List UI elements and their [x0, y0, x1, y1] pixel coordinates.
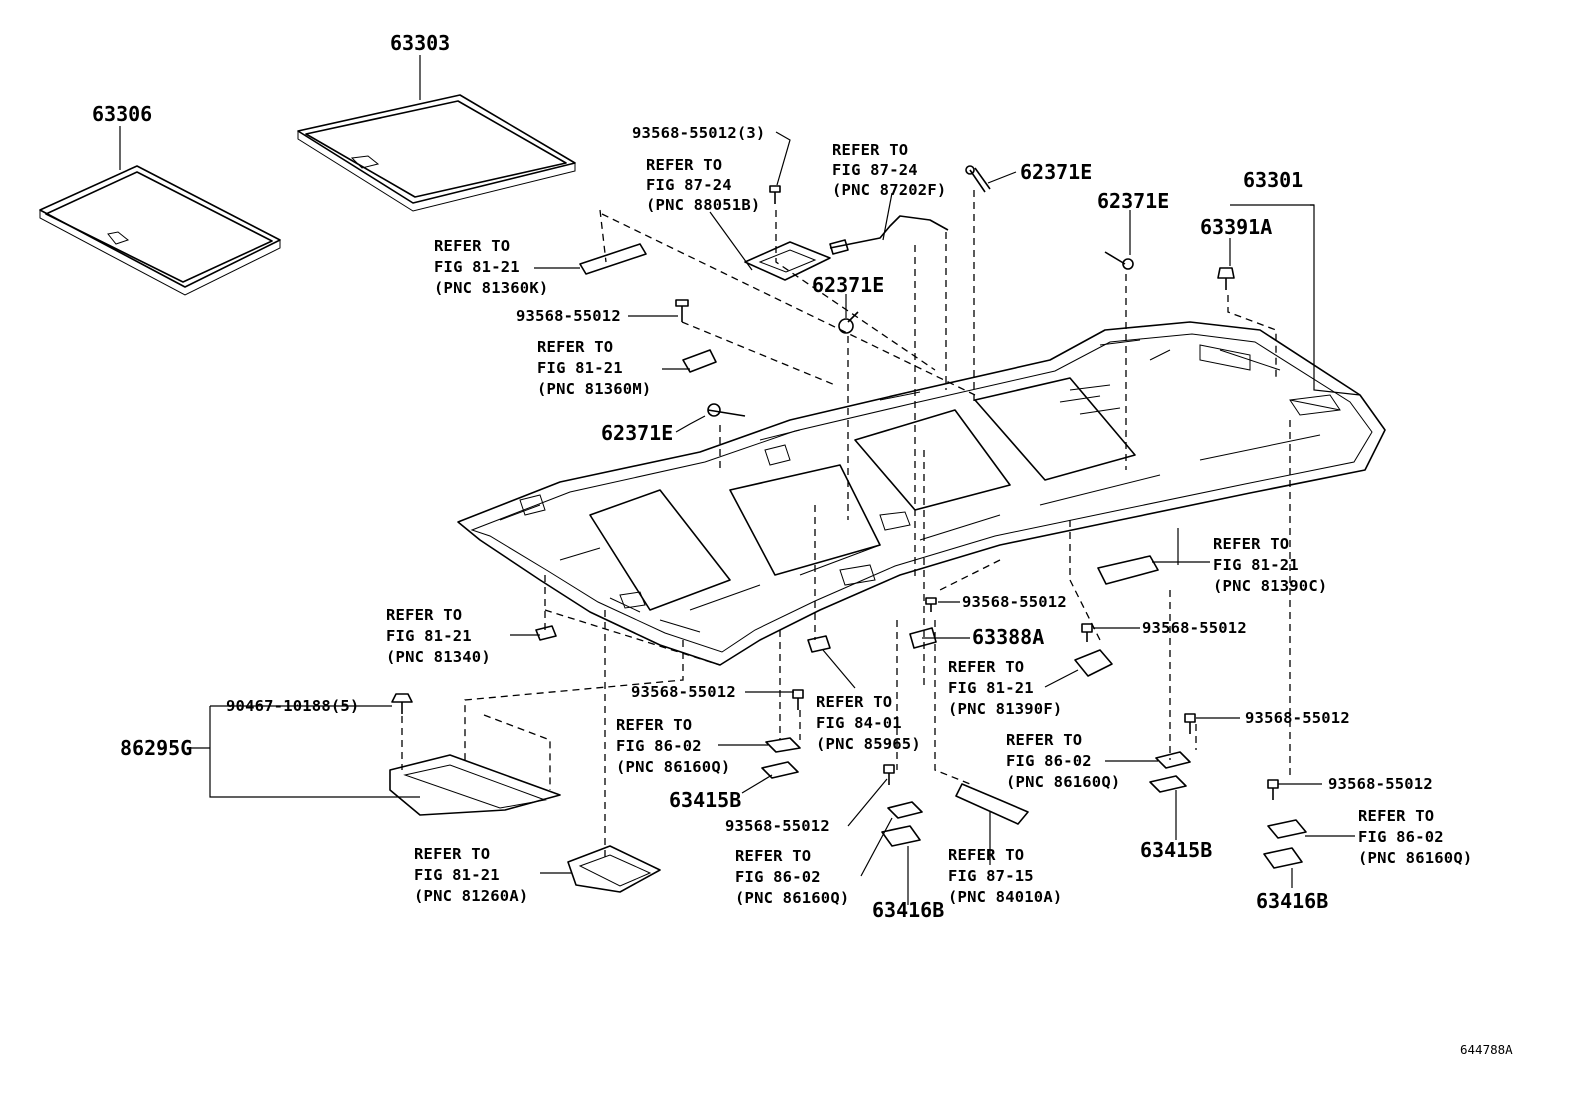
svg-text:FIG 81-21: FIG 81-21 — [414, 866, 500, 884]
callout-ref-85965: REFER TO FIG 84-01 (PNC 85965) — [816, 693, 921, 753]
callout-62371e-mid: 62371E — [812, 273, 884, 297]
callout-ref-88051b: REFER TO FIG 87-24 (PNC 88051B) — [646, 156, 760, 214]
sunshade-panel-63303 — [297, 94, 576, 212]
callout-ref-81390c: REFER TO FIG 81-21 (PNC 81390C) — [1213, 535, 1327, 595]
callout-ref-81360k: REFER TO FIG 81-21 (PNC 81360K) — [434, 237, 548, 297]
svg-text:(PNC 81340): (PNC 81340) — [386, 648, 491, 666]
svg-text:FIG 86-02: FIG 86-02 — [616, 737, 702, 755]
callout-ref-81360m: REFER TO FIG 81-21 (PNC 81360M) — [537, 338, 651, 398]
svg-text:(PNC 85965): (PNC 85965) — [816, 735, 921, 753]
svg-text:(PNC 86160Q): (PNC 86160Q) — [735, 889, 849, 907]
callout-86295g: 86295G — [120, 736, 192, 760]
small-components — [389, 165, 1307, 893]
callout-63416b-right: 63416B — [1256, 889, 1328, 913]
callout-93568-55012-a: 93568-55012 — [516, 307, 621, 325]
svg-text:(PNC 81260A): (PNC 81260A) — [414, 887, 528, 905]
svg-text:FIG 87-15: FIG 87-15 — [948, 867, 1034, 885]
svg-text:(PNC 81360K): (PNC 81360K) — [434, 279, 548, 297]
svg-text:REFER TO: REFER TO — [386, 606, 462, 624]
svg-text:FIG 87-24: FIG 87-24 — [832, 161, 918, 179]
callout-93568-55012-3: 93568-55012(3) — [632, 124, 765, 142]
svg-text:FIG 81-21: FIG 81-21 — [537, 359, 623, 377]
svg-text:FIG 87-24: FIG 87-24 — [646, 176, 732, 194]
callout-93568-55012-d: 93568-55012 — [631, 683, 736, 701]
leader-lines — [119, 55, 1361, 905]
callout-63415b-left: 63415B — [669, 788, 741, 812]
svg-text:REFER TO: REFER TO — [434, 237, 510, 255]
svg-text:REFER TO: REFER TO — [1006, 731, 1082, 749]
svg-text:(PNC 81360M): (PNC 81360M) — [537, 380, 651, 398]
callout-93568-55012-c: 93568-55012 — [1142, 619, 1247, 637]
callout-ref-81260a: REFER TO FIG 81-21 (PNC 81260A) — [414, 845, 528, 905]
svg-text:FIG 81-21: FIG 81-21 — [434, 258, 520, 276]
svg-text:(PNC 81390C): (PNC 81390C) — [1213, 577, 1327, 595]
svg-text:(PNC 87202F): (PNC 87202F) — [832, 181, 946, 199]
callout-ref-86160q-b: REFER TO FIG 86-02 (PNC 86160Q) — [1006, 731, 1120, 791]
svg-text:(PNC 86160Q): (PNC 86160Q) — [1006, 773, 1120, 791]
svg-text:(PNC 81390F): (PNC 81390F) — [948, 700, 1062, 718]
callout-90467-10188-5: 90467-10188(5) — [226, 697, 359, 715]
svg-text:REFER TO: REFER TO — [646, 156, 722, 174]
svg-text:FIG 86-02: FIG 86-02 — [735, 868, 821, 886]
callout-63301: 63301 — [1243, 168, 1303, 192]
callout-93568-55012-b: 93568-55012 — [962, 593, 1067, 611]
callout-93568-55012-e: 93568-55012 — [1245, 709, 1350, 727]
svg-text:REFER TO: REFER TO — [948, 846, 1024, 864]
svg-text:REFER TO: REFER TO — [414, 845, 490, 863]
svg-text:REFER TO: REFER TO — [735, 847, 811, 865]
svg-text:REFER TO: REFER TO — [1358, 807, 1434, 825]
callout-93568-55012-g: 93568-55012 — [725, 817, 830, 835]
svg-text:(PNC 84010A): (PNC 84010A) — [948, 888, 1062, 906]
callout-63303: 63303 — [390, 31, 450, 55]
callout-62371e-right: 62371E — [1097, 189, 1169, 213]
svg-text:REFER TO: REFER TO — [1213, 535, 1289, 553]
callout-labels: 63306 63303 93568-55012(3) REFER TO FIG … — [92, 31, 1513, 1057]
callout-93568-55012-f: 93568-55012 — [1328, 775, 1433, 793]
roof-headliner-63301 — [457, 321, 1386, 666]
svg-text:FIG 81-21: FIG 81-21 — [386, 627, 472, 645]
callout-63416b-left: 63416B — [872, 898, 944, 922]
svg-text:REFER TO: REFER TO — [537, 338, 613, 356]
callout-ref-87202f: REFER TO FIG 87-24 (PNC 87202F) — [832, 141, 946, 199]
svg-text:REFER TO: REFER TO — [948, 658, 1024, 676]
svg-text:(PNC 86160Q): (PNC 86160Q) — [616, 758, 730, 776]
callout-63391a: 63391A — [1200, 215, 1272, 239]
svg-text:FIG 86-02: FIG 86-02 — [1358, 828, 1444, 846]
sunshade-panel-63306 — [39, 165, 281, 296]
callout-ref-86160q-c: REFER TO FIG 86-02 (PNC 86160Q) — [735, 847, 849, 907]
callout-ref-86160q-d: REFER TO FIG 86-02 (PNC 86160Q) — [1358, 807, 1472, 867]
assembly-lines — [401, 190, 1291, 860]
callout-ref-86160q-a: REFER TO FIG 86-02 (PNC 86160Q) — [616, 716, 730, 776]
svg-text:FIG 81-21: FIG 81-21 — [948, 679, 1034, 697]
callout-62371e-left: 62371E — [601, 421, 673, 445]
svg-text:FIG 81-21: FIG 81-21 — [1213, 556, 1299, 574]
svg-text:REFER TO: REFER TO — [616, 716, 692, 734]
diagram-id: 644788A — [1460, 1042, 1513, 1057]
callout-63388a: 63388A — [972, 625, 1044, 649]
callout-ref-81340: REFER TO FIG 81-21 (PNC 81340) — [386, 606, 491, 666]
callout-ref-81390f: REFER TO FIG 81-21 (PNC 81390F) — [948, 658, 1062, 718]
callout-ref-84010a: REFER TO FIG 87-15 (PNC 84010A) — [948, 846, 1062, 906]
svg-text:(PNC 86160Q): (PNC 86160Q) — [1358, 849, 1472, 867]
callout-62371e-top: 62371E — [1020, 160, 1092, 184]
callout-63306: 63306 — [92, 102, 152, 126]
svg-text:(PNC 88051B): (PNC 88051B) — [646, 196, 760, 214]
callout-63415b-right: 63415B — [1140, 838, 1212, 862]
svg-text:FIG 86-02: FIG 86-02 — [1006, 752, 1092, 770]
svg-text:FIG 84-01: FIG 84-01 — [816, 714, 902, 732]
svg-text:REFER TO: REFER TO — [832, 141, 908, 159]
svg-text:REFER TO: REFER TO — [816, 693, 892, 711]
